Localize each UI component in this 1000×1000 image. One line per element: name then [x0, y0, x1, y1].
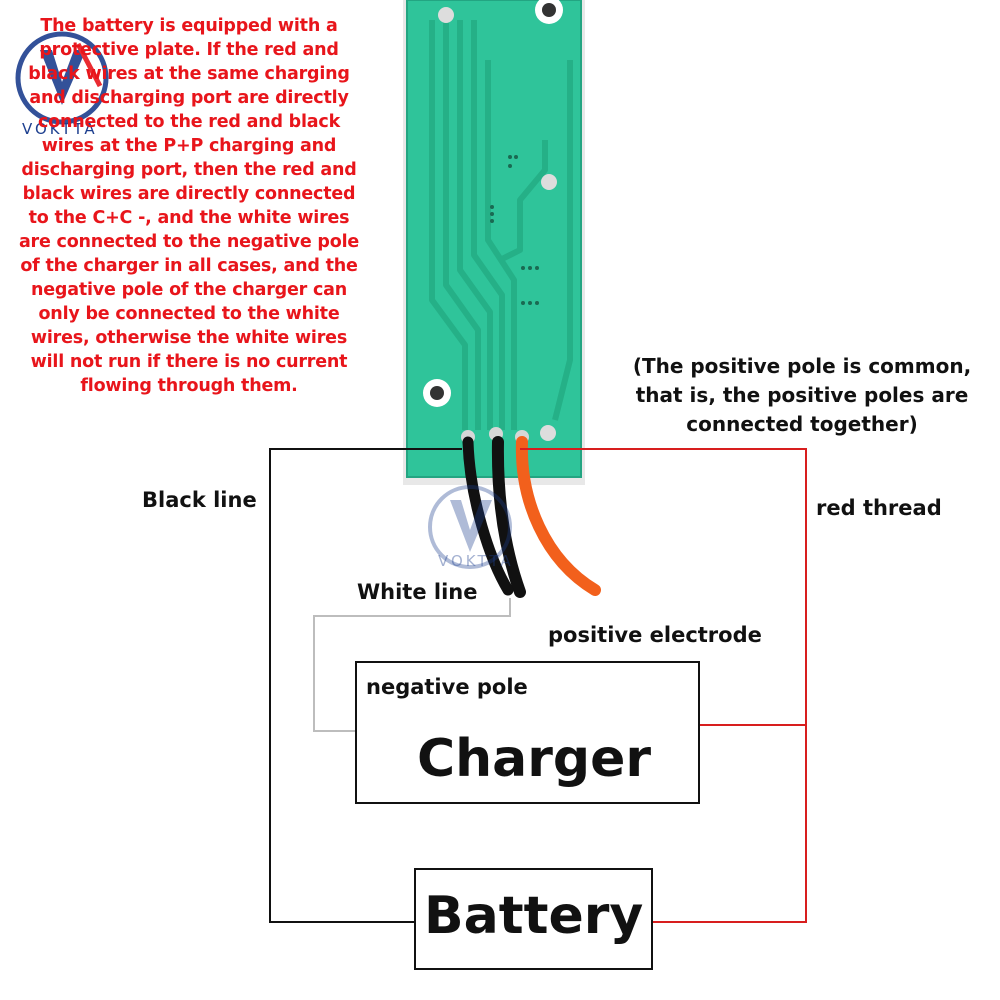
- brand-logo: [15, 31, 109, 125]
- battery-box: Battery: [414, 868, 653, 970]
- black-line-wire: [269, 448, 462, 923]
- red-thread-wire: [520, 448, 807, 923]
- positive-electrode-label: positive electrode: [548, 623, 762, 647]
- brand-name: VOKTTA: [22, 120, 98, 138]
- black-line-label: Black line: [142, 488, 257, 512]
- charger-title: Charger: [417, 729, 652, 789]
- watermark-logo: [428, 485, 512, 569]
- negative-pole-label: negative pole: [366, 675, 528, 699]
- white-line-label: White line: [357, 580, 478, 604]
- watermark-brand-name: VOKTTA: [438, 552, 514, 570]
- battery-title: Battery: [424, 886, 644, 946]
- protection-board: [403, 0, 585, 485]
- physical-wires: [462, 436, 601, 598]
- red-thread-label: red thread: [816, 496, 942, 520]
- positive-common-note: (The positive pole is common, that is, t…: [632, 354, 972, 436]
- protection-note: The battery is equipped with a protectiv…: [18, 16, 360, 396]
- charger-box: negative pole Charger: [355, 661, 700, 804]
- white-line-wire: [313, 598, 511, 732]
